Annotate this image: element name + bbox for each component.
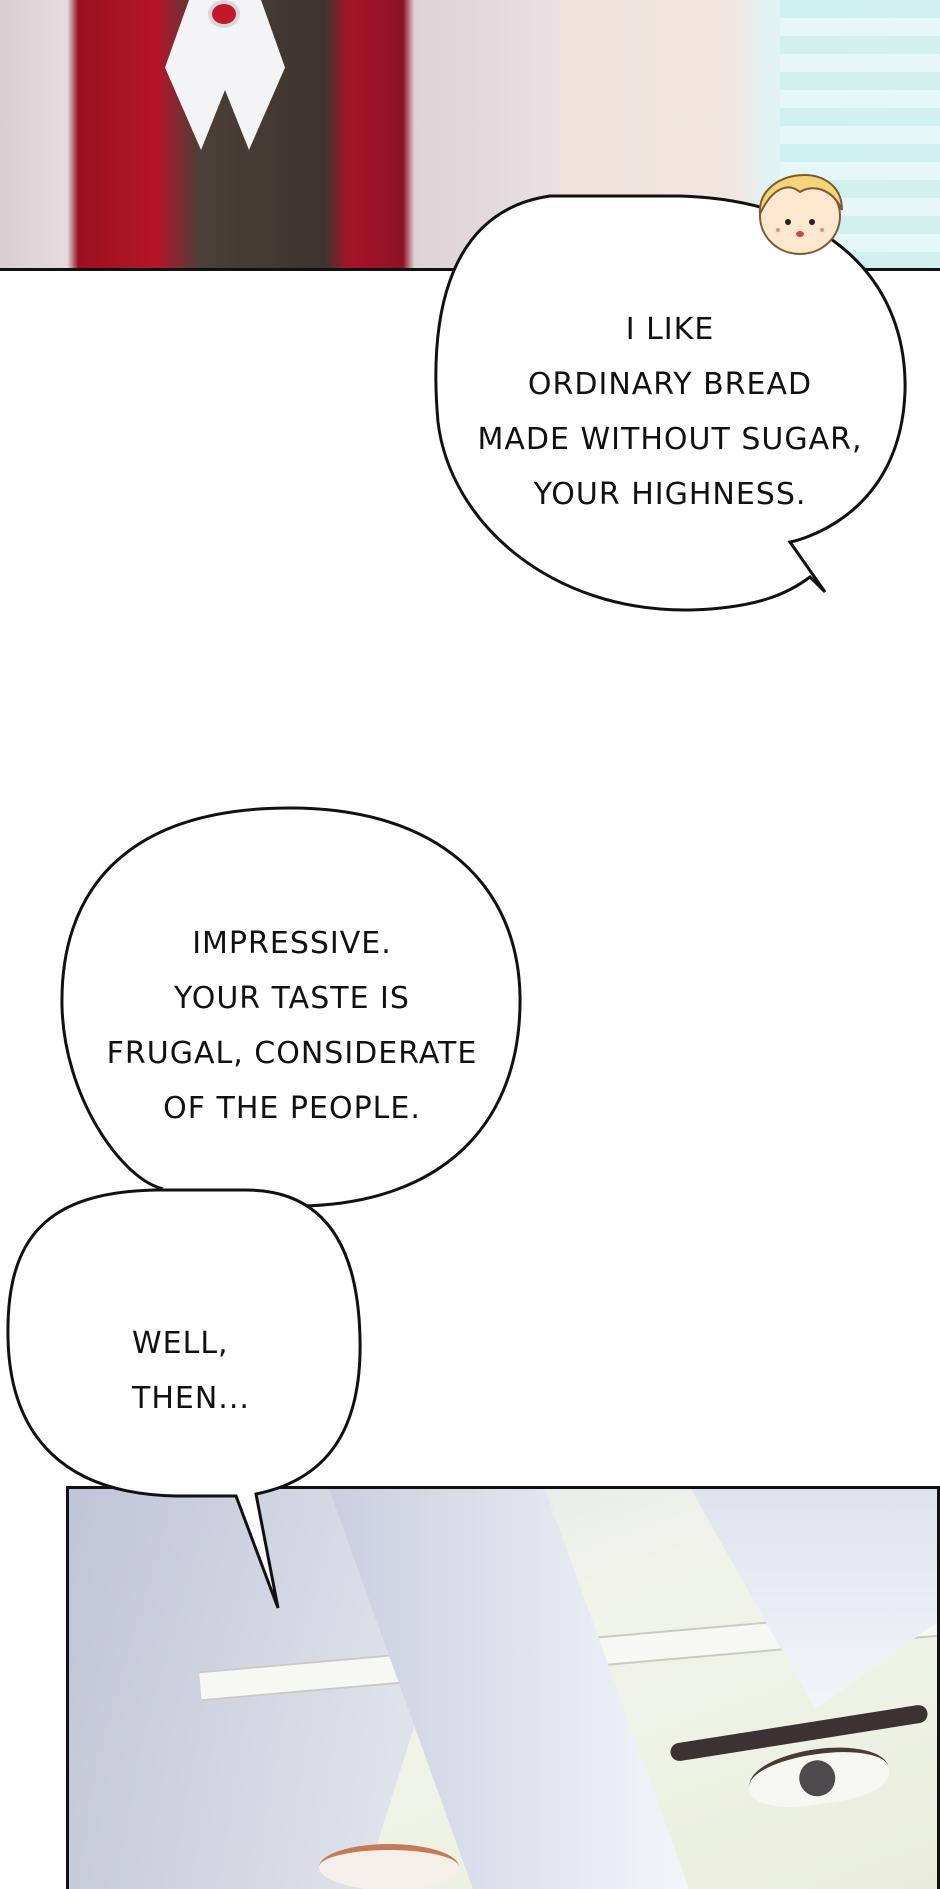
bubble-2-text: Impressive. Your taste is frugal, consid… bbox=[60, 916, 524, 1136]
text-line: your Highness. bbox=[533, 477, 807, 512]
silver-hair-right bbox=[691, 1489, 937, 1709]
text-line: of the people. bbox=[163, 1091, 421, 1126]
text-line: Your taste is bbox=[174, 981, 410, 1016]
bubble-shape bbox=[434, 194, 907, 612]
bottom-panel-closeup-face bbox=[66, 1486, 940, 1889]
text-line: then... bbox=[132, 1381, 250, 1416]
text-line: Impressive. bbox=[192, 926, 392, 961]
speech-bubble-3: Well, then... bbox=[6, 1188, 362, 1609]
red-brooch bbox=[212, 4, 236, 24]
text-line: frugal, considerate bbox=[106, 1036, 478, 1071]
speech-bubble-1: I like ordinary bread made without sugar… bbox=[430, 192, 910, 612]
top-panel-throne-scene bbox=[0, 0, 940, 271]
chibi-blonde-character bbox=[758, 174, 843, 255]
speech-bubble-2: Impressive. Your taste is frugal, consid… bbox=[60, 806, 524, 1210]
text-line: I like bbox=[625, 312, 715, 347]
iris bbox=[796, 1757, 838, 1799]
text-line: Well, bbox=[132, 1326, 229, 1361]
bubble-3-text: Well, then... bbox=[132, 1316, 250, 1426]
robed-figure-on-throne bbox=[0, 0, 560, 268]
lower-eye bbox=[319, 1844, 459, 1889]
text-line: ordinary bread bbox=[527, 367, 813, 402]
bubble-shape bbox=[6, 1188, 362, 1609]
text-line: made without sugar, bbox=[477, 422, 863, 457]
bubble-1-text: I like ordinary bread made without sugar… bbox=[430, 302, 910, 522]
eye bbox=[745, 1739, 893, 1814]
